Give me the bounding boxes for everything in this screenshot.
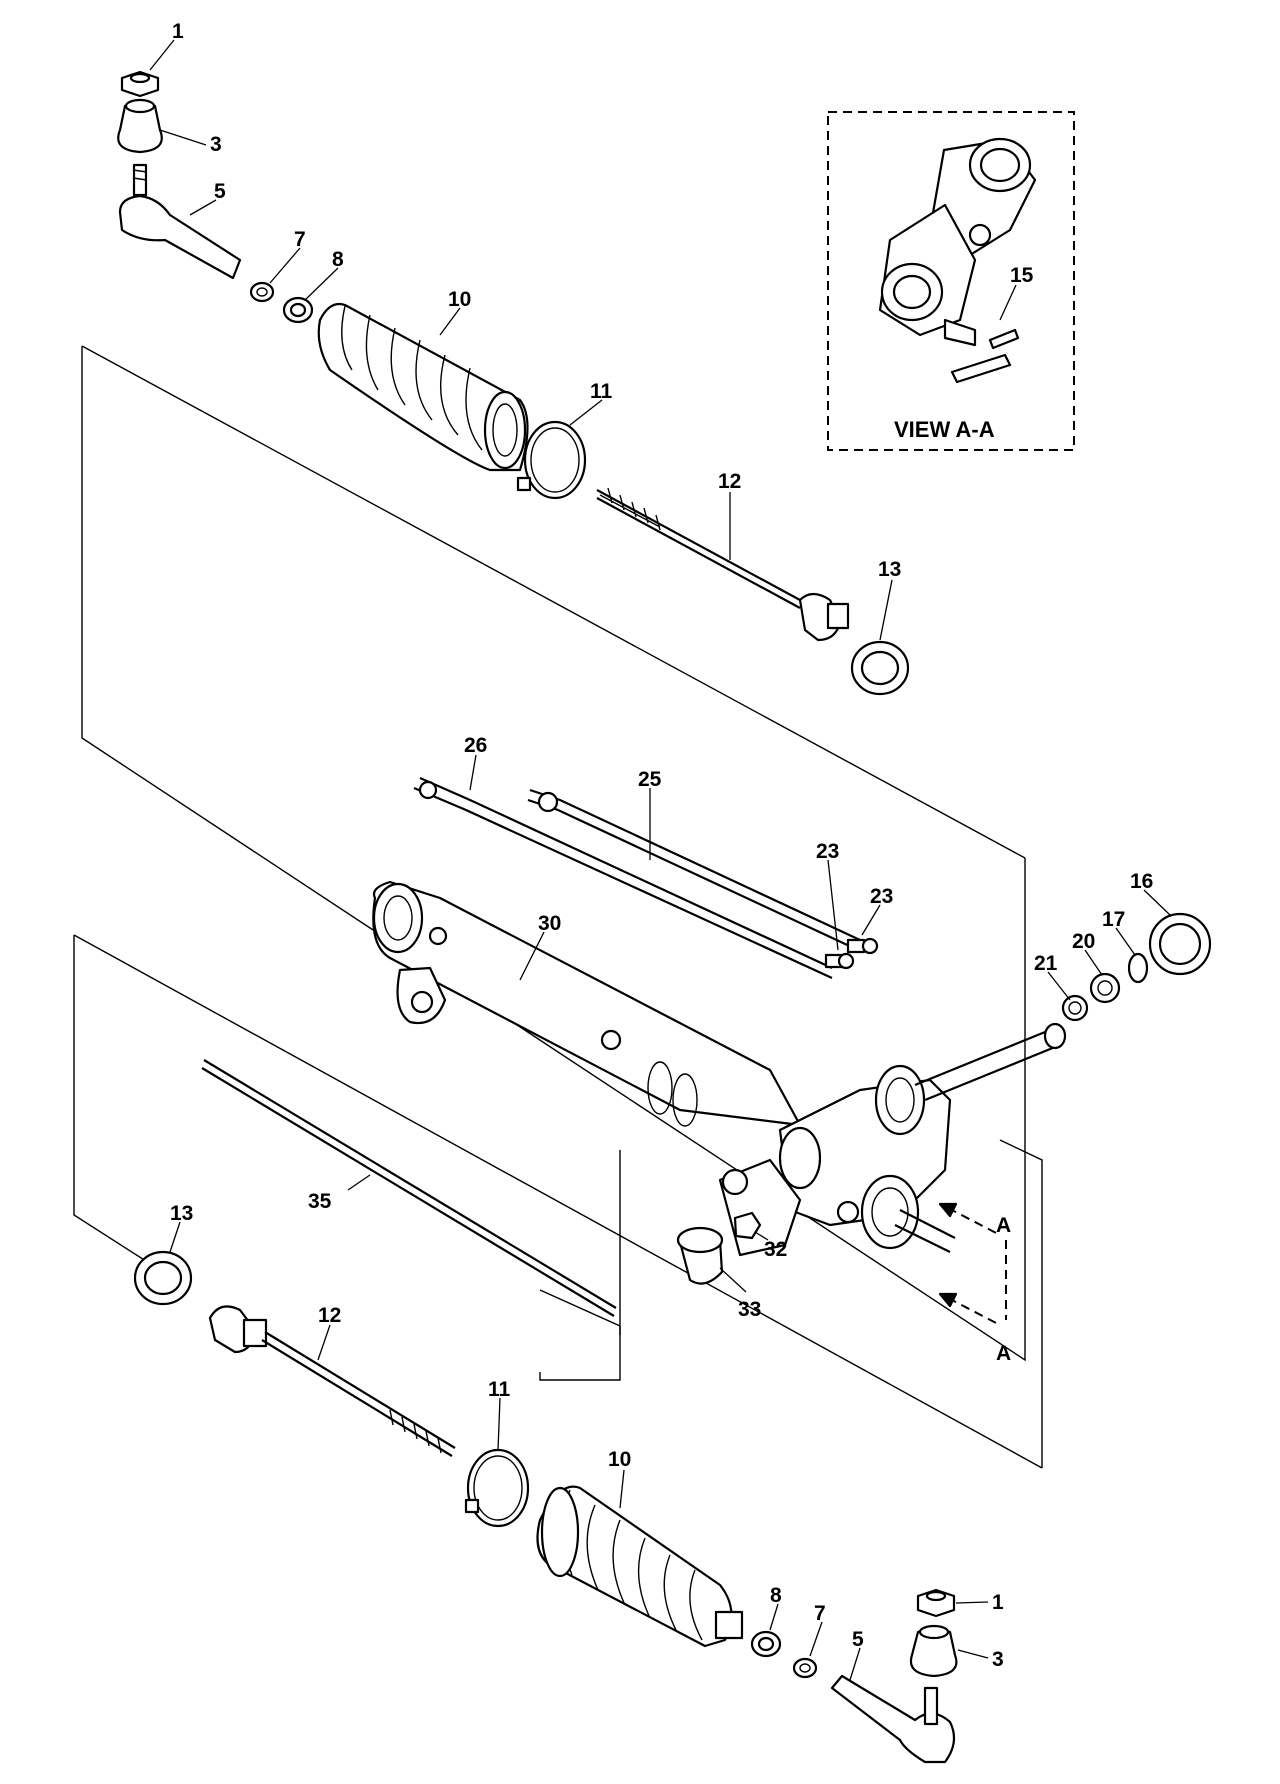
callout-16: 16 bbox=[1130, 870, 1153, 893]
callout-20: 20 bbox=[1072, 930, 1095, 953]
valve-body bbox=[718, 1022, 1067, 1257]
callout-17: 17 bbox=[1102, 908, 1125, 931]
bottom-inner-tie-rod bbox=[208, 1305, 456, 1457]
section-a-arrows bbox=[938, 1202, 1007, 1326]
callout-bottom-10: 10 bbox=[608, 1448, 631, 1471]
callout-33: 33 bbox=[738, 1298, 761, 1321]
callout-23b: 23 bbox=[870, 885, 893, 908]
pressure-line-26 bbox=[413, 776, 833, 979]
callout-bottom-5: 5 bbox=[852, 1628, 864, 1651]
callout-top-12: 12 bbox=[718, 470, 741, 493]
bottom-boot-clamp bbox=[464, 1448, 530, 1528]
view-caption: VIEW A-A bbox=[894, 417, 995, 442]
callout-bottom-3: 3 bbox=[992, 1648, 1004, 1671]
callout-top-10: 10 bbox=[448, 288, 471, 311]
ring-16 bbox=[1148, 912, 1212, 976]
top-inner-tie-rod bbox=[596, 487, 850, 642]
callout-top-7: 7 bbox=[294, 228, 306, 251]
cap-33 bbox=[676, 1226, 724, 1285]
bottom-seal bbox=[909, 1624, 958, 1678]
bottom-jam-nut bbox=[792, 1657, 818, 1679]
callout-view-15: 15 bbox=[1010, 264, 1034, 287]
ring-20 bbox=[1089, 972, 1121, 1004]
top-nut bbox=[120, 70, 160, 98]
insert-15-detail bbox=[950, 328, 1020, 384]
callout-23a: 23 bbox=[816, 840, 839, 863]
callout-bottom-11: 11 bbox=[488, 1378, 511, 1401]
bottom-boot bbox=[536, 1485, 744, 1648]
leader-lines bbox=[149, 39, 1171, 1681]
callout-25: 25 bbox=[638, 768, 662, 791]
callout-32: 32 bbox=[764, 1238, 787, 1261]
bottom-clamp bbox=[750, 1630, 782, 1658]
section-mark-a-lower: A bbox=[996, 1342, 1011, 1365]
callout-30: 30 bbox=[538, 912, 561, 935]
valve-housing-detail bbox=[878, 137, 1037, 347]
callout-26: 26 bbox=[464, 734, 487, 757]
bottom-nut bbox=[916, 1588, 956, 1618]
callout-bottom-7: 7 bbox=[814, 1602, 826, 1625]
callout-top-3: 3 bbox=[210, 133, 222, 156]
callout-top-13: 13 bbox=[878, 558, 901, 581]
callout-bottom-13: 13 bbox=[170, 1202, 193, 1225]
assembly-guide-lines bbox=[73, 345, 1043, 1469]
fitting-23b bbox=[846, 937, 879, 955]
fitting-23a bbox=[824, 952, 855, 970]
top-jam-nut bbox=[249, 281, 275, 303]
callout-35: 35 bbox=[308, 1190, 332, 1213]
section-mark-a-upper: A bbox=[996, 1214, 1011, 1237]
return-line-25 bbox=[527, 788, 861, 951]
ring-17 bbox=[1127, 952, 1149, 984]
top-clamp bbox=[282, 296, 314, 324]
callout-top-11: 11 bbox=[590, 380, 613, 403]
top-bushing bbox=[850, 640, 910, 696]
callout-top-8: 8 bbox=[332, 248, 344, 271]
top-boot bbox=[317, 302, 529, 472]
callout-labels: 1 3 5 7 8 10 11 12 13 15 VIEW A-A 26 25 … bbox=[170, 20, 1153, 1671]
view-a-a-panel bbox=[827, 111, 1075, 451]
callout-top-1: 1 bbox=[172, 20, 184, 43]
callout-bottom-12: 12 bbox=[318, 1304, 341, 1327]
callout-bottom-1: 1 bbox=[992, 1591, 1004, 1614]
fitting-32 bbox=[733, 1211, 762, 1240]
bottom-outer-tie-rod-end bbox=[830, 1674, 956, 1764]
top-boot-clamp bbox=[516, 420, 587, 500]
ring-21 bbox=[1061, 994, 1089, 1022]
bottom-bushing bbox=[133, 1250, 193, 1306]
rack-housing-30 bbox=[372, 880, 802, 1127]
top-outer-tie-rod-end bbox=[118, 163, 242, 280]
callout-top-5: 5 bbox=[214, 180, 226, 203]
callout-21: 21 bbox=[1034, 952, 1058, 975]
top-seal bbox=[117, 98, 163, 154]
rod-35 bbox=[201, 1059, 617, 1317]
callout-bottom-8: 8 bbox=[770, 1584, 782, 1607]
